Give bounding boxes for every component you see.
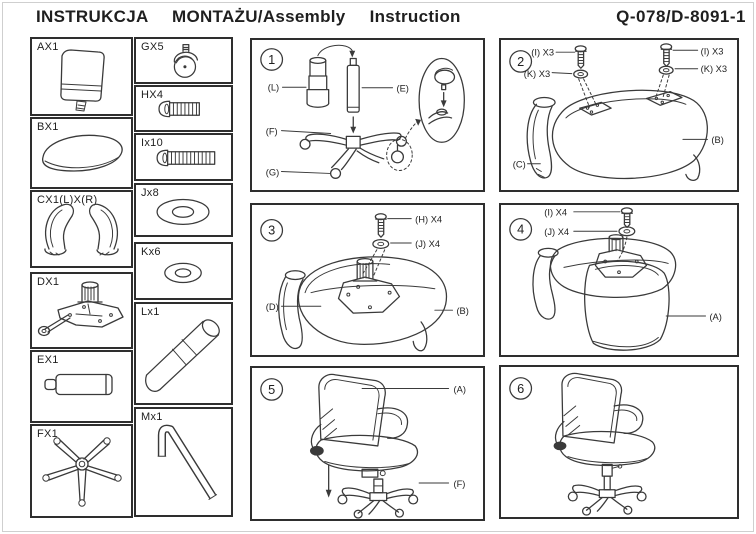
step-number: 1: [268, 52, 275, 67]
seat-cushion-icon: [42, 134, 123, 172]
washer-small-icon: [164, 262, 202, 284]
step-panel-4: 4 (I) X4 (J) X4 (A): [499, 203, 739, 357]
part-box-gx5: GX5: [134, 37, 233, 84]
part-box-lx1: Lx1: [134, 302, 233, 405]
caster-icon: [173, 44, 199, 78]
part-box-fx1: FX1: [30, 424, 133, 518]
armrest-pair-icon: [44, 203, 119, 256]
step-number: 3: [268, 223, 275, 238]
step-panel-5: 5 (A): [250, 366, 485, 521]
step-number: 5: [268, 382, 275, 397]
label-B: (B): [456, 306, 468, 316]
washer-large-icon: [156, 198, 210, 226]
label-I: (I) X4: [544, 208, 567, 218]
label-F: (F): [454, 479, 466, 489]
label-K-left: (K) X3: [524, 69, 550, 79]
label-E: (E): [396, 84, 408, 94]
label-C: (C): [513, 160, 526, 170]
bolt-long-icon: [156, 149, 216, 167]
label-D: (D): [266, 302, 279, 312]
part-box-jx8: Jx8: [134, 183, 233, 237]
part-id: CX1(L)X(R): [37, 194, 98, 206]
label-F: (F): [266, 127, 278, 137]
label-J: (J) X4: [544, 227, 569, 237]
part-id: AX1: [37, 41, 59, 53]
telescopic-cover-icon: [145, 319, 220, 392]
step-number: 2: [517, 54, 524, 69]
part-id: EX1: [37, 354, 59, 366]
label-I-right: (I) X3: [701, 47, 724, 57]
tilt-mechanism-icon: [37, 281, 124, 337]
part-id: Mx1: [141, 411, 163, 423]
part-id: FX1: [37, 428, 59, 440]
label-B: (B): [711, 135, 723, 145]
part-id: Kx6: [141, 246, 161, 258]
backrest-icon: [60, 49, 105, 112]
part-box-ex1: EX1: [30, 350, 133, 423]
part-box-ix10: Ix10: [134, 133, 233, 181]
part-box-cx1: CX1(L)X(R): [30, 190, 133, 268]
part-box-kx6: Kx6: [134, 242, 233, 300]
bolt-short-icon: [158, 100, 200, 118]
step-panel-6: 6: [499, 365, 739, 519]
part-box-mx1: Mx1: [134, 407, 233, 517]
step-6-diagram: 6: [509, 372, 656, 516]
part-id: DX1: [37, 276, 60, 288]
step-panel-2: 2 (I) X3 (K) X3 (I) X3 (K) X3: [499, 38, 739, 192]
part-id: GX5: [141, 41, 164, 53]
step-number: 4: [517, 222, 524, 237]
step-panel-1: 1 (L) (E) (F): [250, 38, 485, 192]
part-id: Lx1: [141, 306, 160, 318]
gas-lift-icon: [44, 373, 113, 396]
part-id: Jx8: [141, 187, 160, 199]
label-A: (A): [454, 384, 466, 394]
part-box-bx1: BX1: [30, 117, 133, 189]
step-4-diagram: 4 (I) X4 (J) X4 (A): [509, 207, 722, 351]
part-id: HX4: [141, 89, 164, 101]
step-3-diagram: 3 (H) X4 (J) X4: [260, 213, 469, 352]
label-K-right: (K) X3: [701, 64, 727, 74]
label-J: (J) X4: [415, 239, 440, 249]
model-code: Q-078/D-8091-1: [616, 7, 746, 26]
allen-key-icon: [157, 424, 218, 500]
label-I-left: (I) X3: [531, 48, 554, 58]
step-5-diagram: 5 (A): [260, 373, 466, 519]
label-L: (L): [268, 83, 279, 93]
label-H: (H) X4: [415, 215, 442, 225]
label-A: (A): [709, 312, 721, 322]
step-2-diagram: 2 (I) X3 (K) X3 (I) X3 (K) X3: [509, 43, 727, 181]
part-box-ax1: AX1: [30, 37, 133, 116]
part-id: Ix10: [141, 137, 163, 149]
label-G: (G): [266, 167, 279, 177]
page-title: INSTRUKCJA MONTAŻU/Assembly Instruction: [36, 7, 461, 26]
step-panel-3: 3 (H) X4 (J) X4: [250, 203, 485, 357]
part-box-hx4: HX4: [134, 85, 233, 132]
star-base-icon: [42, 437, 122, 507]
step-number: 6: [517, 381, 524, 396]
part-box-dx1: DX1: [30, 272, 133, 349]
step-1-diagram: 1 (L) (E) (F): [260, 44, 465, 179]
part-id: BX1: [37, 121, 59, 133]
